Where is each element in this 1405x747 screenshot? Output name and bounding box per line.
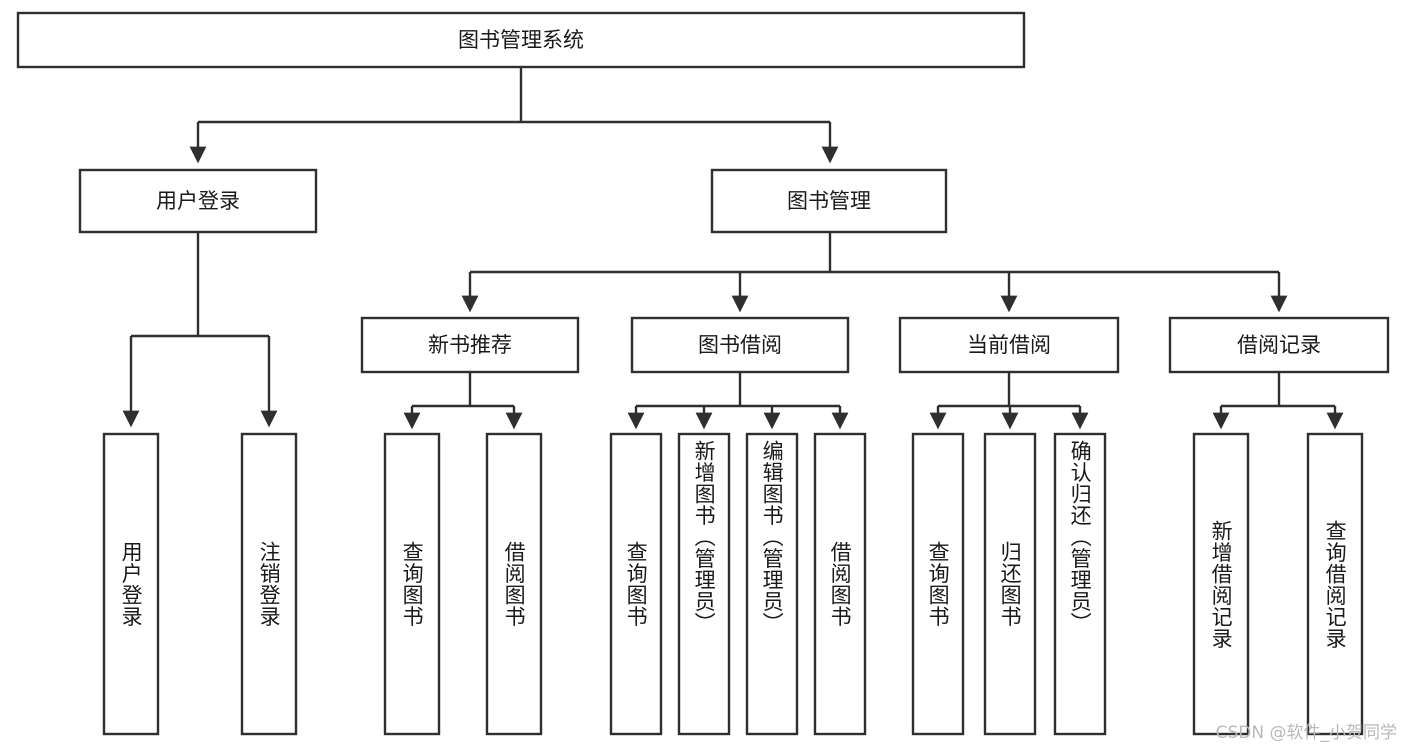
node-label-new-book-recommend: 新书推荐 <box>428 333 512 357</box>
node-box-book-borrow[interactable] <box>630 316 850 374</box>
node-box-leaf-query-book-recommend[interactable] <box>383 432 441 736</box>
node-label-borrow-record: 借阅记录 <box>1237 333 1321 357</box>
node-box-borrow-record[interactable] <box>1168 316 1390 374</box>
node-label-book-borrow: 图书借阅 <box>698 333 782 357</box>
node-label-book-manage: 图书管理 <box>787 189 871 213</box>
node-label-current-borrow: 当前借阅 <box>967 333 1051 357</box>
node-box-leaf-user-login[interactable] <box>102 432 160 736</box>
connector-layer <box>122 67 1344 430</box>
node-box-leaf-add-borrow-record[interactable] <box>1192 432 1250 736</box>
node-label-root: 图书管理系统 <box>458 28 584 52</box>
node-box-leaf-query-book-borrow[interactable] <box>609 432 663 736</box>
node-box-leaf-confirm-return-admin[interactable] <box>1053 432 1107 736</box>
node-label-user-login: 用户登录 <box>156 189 240 213</box>
node-box-leaf-user-logout[interactable] <box>240 432 298 736</box>
node-box-current-borrow[interactable] <box>898 316 1120 374</box>
node-box-leaf-borrow-book-recommend[interactable] <box>485 432 543 736</box>
node-box-layer: 图书管理系统 用户登录 图书管理 新书推荐 图书借阅 当前借阅 借阅记录 <box>16 11 1390 736</box>
node-box-leaf-add-book-admin[interactable] <box>677 432 731 736</box>
node-box-leaf-return-book[interactable] <box>983 432 1037 736</box>
node-box-leaf-query-borrow-record[interactable] <box>1306 432 1364 736</box>
node-box-leaf-borrow-book[interactable] <box>813 432 867 736</box>
node-box-leaf-edit-book-admin[interactable] <box>745 432 799 736</box>
node-box-book-manage[interactable] <box>710 168 948 234</box>
node-box-leaf-query-book-current[interactable] <box>911 432 965 736</box>
node-box-root[interactable] <box>16 11 1026 69</box>
node-box-new-book-recommend[interactable] <box>360 316 580 374</box>
node-box-user-login[interactable] <box>78 168 318 234</box>
